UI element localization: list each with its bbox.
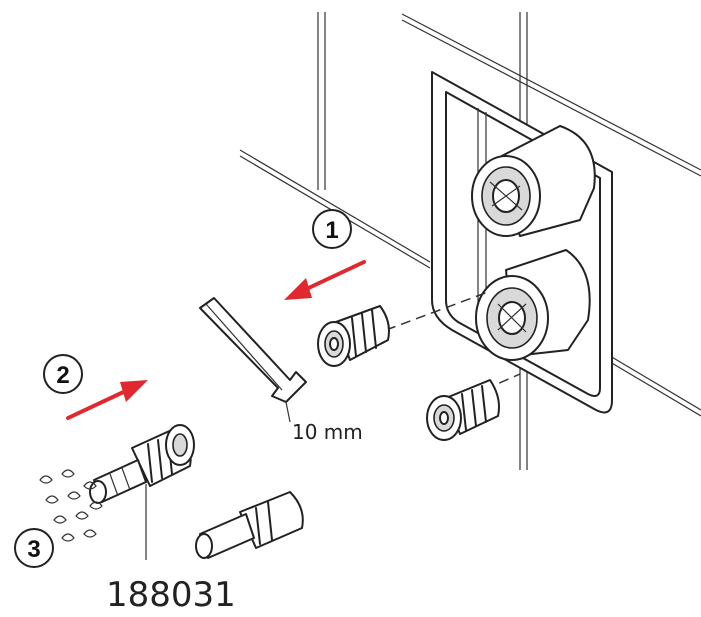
svg-text:2: 2 (56, 362, 69, 389)
insert-arrow (66, 380, 148, 420)
water-droplets (39, 469, 103, 542)
step-3-badge: 3 (14, 528, 54, 568)
svg-text:1: 1 (325, 217, 338, 244)
replacement-check-valve (89, 424, 195, 504)
upper-valve-cartridge (471, 125, 596, 237)
lower-valve-cartridge (475, 249, 591, 361)
hex-key-size-label: 10 mm (292, 420, 363, 444)
part-number-label: 188031 (106, 575, 236, 615)
hex-key-leader (285, 401, 291, 423)
step-1-badge: 1 (312, 209, 352, 249)
check-valve-lower (426, 379, 500, 441)
spare-check-valve (195, 491, 304, 559)
hex-key (199, 297, 307, 403)
mounting-box (431, 71, 613, 414)
step-2-badge: 2 (43, 354, 83, 394)
remove-arrow (284, 260, 366, 300)
check-valve-removed (317, 305, 390, 367)
svg-text:3: 3 (27, 536, 40, 563)
